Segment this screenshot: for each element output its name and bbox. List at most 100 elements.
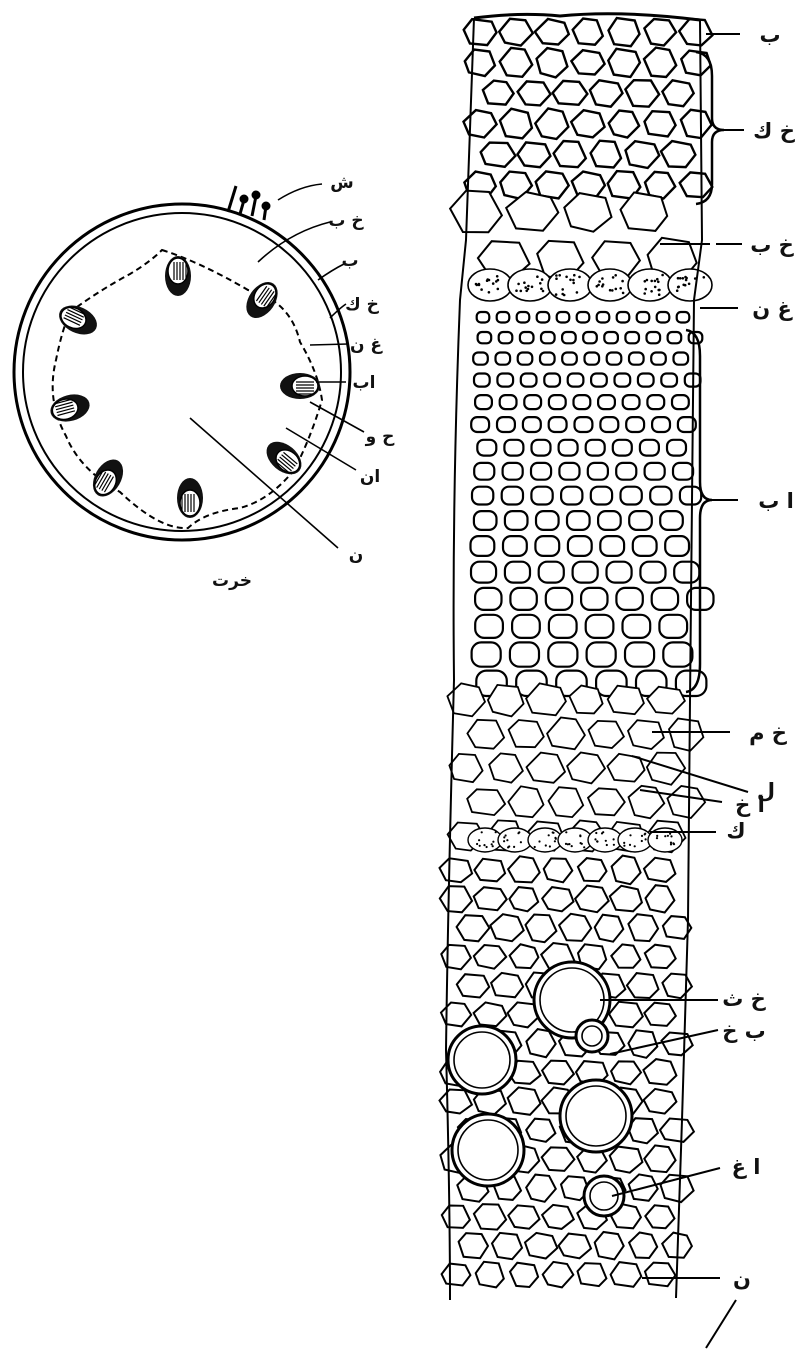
strip-label-cambium: ك [726,819,745,843]
cell [645,1263,675,1287]
cambium-cell [588,828,622,852]
vascular-bundle [280,373,320,399]
starch-grain [576,291,579,294]
cambium-grain [513,846,515,848]
starch-grain [661,274,664,277]
fiber-cell [568,536,592,556]
starch-grain [496,275,499,278]
fiber-cell [548,642,577,666]
cell [679,19,712,46]
fiber-cell [667,440,686,456]
cell [644,1003,676,1026]
cell [559,914,591,941]
vascular-bundle [47,390,92,425]
fiber-cell [531,463,551,480]
starch-grain [520,290,523,293]
cell [573,19,603,45]
stem-cross-section [14,184,364,548]
cell [500,109,532,139]
fiber-cell [625,642,654,666]
starch-grain [622,292,625,295]
strip-label-wood-fibers: ا غ [732,1155,761,1179]
cambium-grain [478,839,480,841]
cambium-grain [672,842,674,844]
cambium-grain [565,843,567,845]
starch-cell [548,269,592,301]
label-pith: ن [349,545,364,565]
fiber-cell [477,312,490,323]
cell [441,945,471,969]
cell [492,1233,522,1259]
cambium-grain [581,843,583,845]
cell [680,172,713,197]
starch-grain [527,285,530,288]
fiber-cell [583,332,597,343]
vascular-bundle [87,454,130,502]
cell [608,49,640,77]
cambium-grain [641,840,643,842]
cell [526,1175,556,1202]
fiber-cell [647,395,664,409]
fiber-cell [651,353,666,365]
fiber-cell [502,487,523,505]
cell [611,1061,641,1084]
fiber-cell [499,332,513,343]
cell [518,81,551,105]
starch-grain [619,287,622,290]
fiber-cell [497,417,515,432]
cell [567,753,605,784]
starch-grain [688,283,691,286]
fiber-cell [668,332,682,343]
trichomes [228,186,269,220]
fiber-cell [549,395,566,409]
strip-label-xylem-parenchyma: ب خ [722,1019,766,1043]
fiber-cell [567,511,590,530]
cell [628,914,658,941]
cell [645,1205,674,1228]
starch-grain [517,283,520,286]
fiber-cell [537,312,550,323]
fiber-cell [607,562,632,583]
cell [646,885,675,912]
cambium-grain [481,831,483,833]
cambium-grain [594,838,596,840]
starch-grain [555,293,558,296]
starch-grain [569,279,572,282]
cambium-grain [602,831,604,833]
fiber-cell [500,395,517,409]
starch-grain [656,278,659,281]
phloem-core [180,490,200,516]
starch-grain [643,292,646,295]
fiber-cell [638,374,654,387]
fiber-cell [477,440,496,456]
starch-grain [658,293,661,296]
cell [669,719,703,751]
cell [625,80,659,107]
fiber-cell [672,395,689,409]
cambium-grain [508,845,510,847]
fiber-cell [615,374,631,387]
cambium-grain [644,833,646,835]
fiber-cell [577,312,590,323]
fiber-cell [661,374,677,387]
cambium-grain [670,843,672,845]
fiber-cell [559,463,579,480]
cambium-grain [483,844,485,846]
fiber-cell [505,562,530,583]
cross-section-leader-lines [190,184,364,548]
starch-grain [515,289,518,292]
cell [510,1263,538,1287]
cell [609,18,640,46]
cell [474,1002,507,1026]
cell [667,786,705,818]
cambium-grain [492,845,494,847]
fiber-cell [598,511,621,530]
cambium-grain [479,845,481,847]
cell [509,887,538,911]
cambium-grain [534,846,536,848]
starch-grain [609,289,612,292]
strip-label-phloem-parenchyma: ا خ [735,793,765,817]
cell [612,856,641,885]
fiber-cell [586,615,614,638]
cell [660,1119,694,1142]
